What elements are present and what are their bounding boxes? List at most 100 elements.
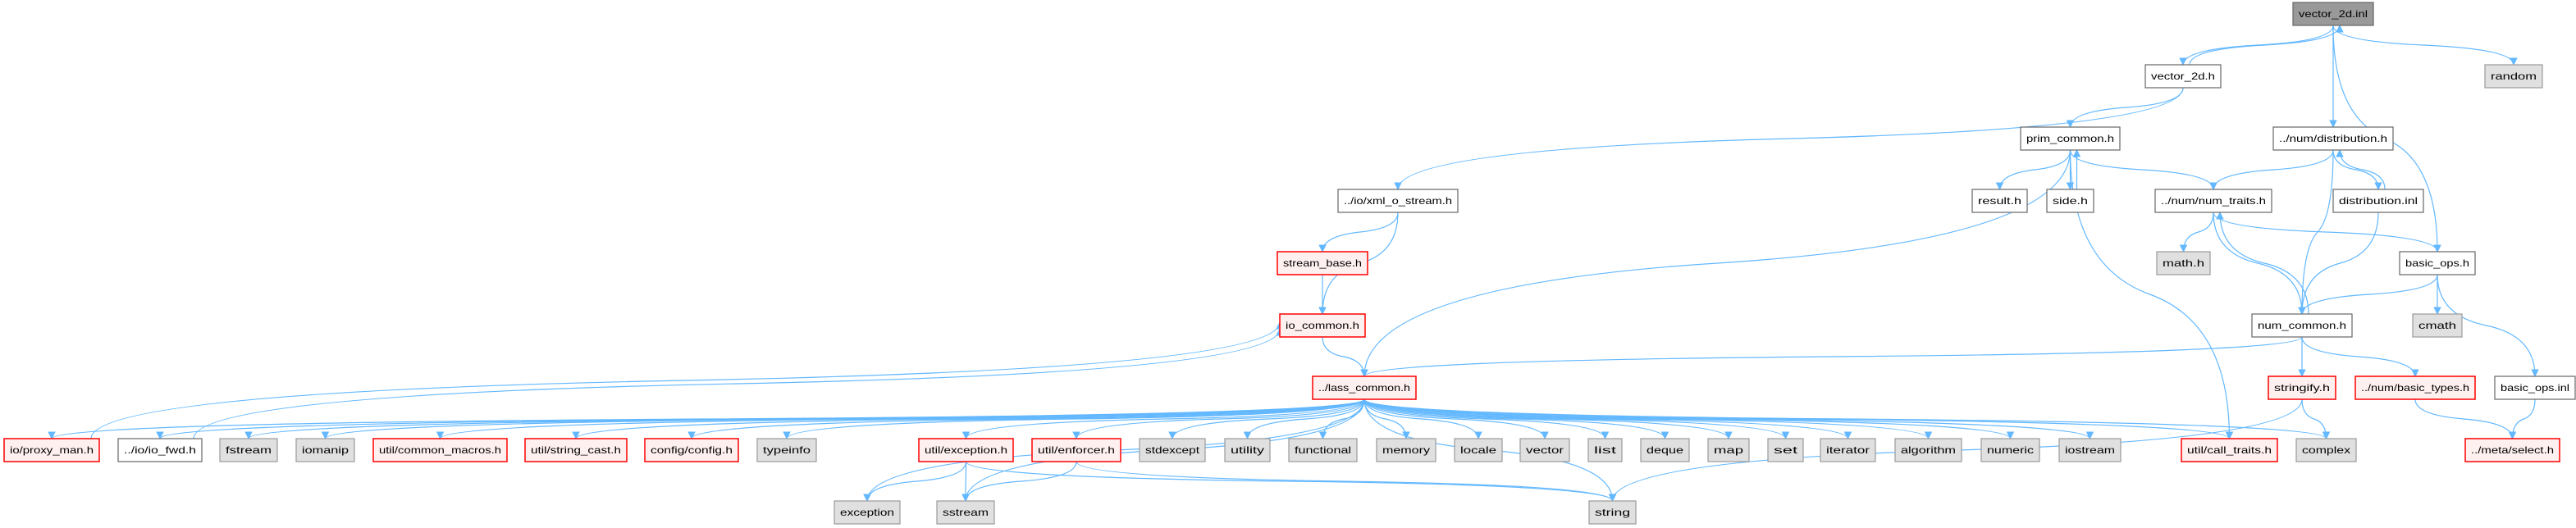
edge-distribution_inl-to-distribution_h bbox=[2336, 149, 2386, 190]
node-enforcer[interactable]: util/enforcer.h bbox=[1031, 438, 1121, 462]
node-proxy-man[interactable]: io/proxy_man.h bbox=[3, 438, 100, 462]
edge-enforcer-to-string bbox=[1076, 461, 1617, 502]
node-side-h[interactable]: side.h bbox=[2046, 189, 2094, 213]
node-label: ../io/io_fwd.h bbox=[124, 444, 196, 456]
edge-lass_common-to-complex bbox=[1363, 398, 2331, 439]
node-box bbox=[2268, 376, 2336, 400]
node-label: memory bbox=[1382, 444, 1430, 456]
node-label: set bbox=[1774, 444, 1798, 456]
node-box bbox=[1767, 438, 1804, 462]
node-box bbox=[1707, 438, 1750, 462]
node-stringify[interactable]: stringify.h bbox=[2268, 376, 2336, 400]
node-vector[interactable]: vector bbox=[1519, 438, 1570, 462]
node-iterator[interactable]: iterator bbox=[1820, 438, 1876, 462]
edge-lass_common-to-enforcer bbox=[1072, 398, 1365, 439]
node-locale[interactable]: locale bbox=[1454, 438, 1503, 462]
node-numeric[interactable]: numeric bbox=[1980, 438, 2040, 462]
node-typeinfo[interactable]: typeinfo bbox=[756, 438, 817, 462]
node-label: map bbox=[1714, 444, 1744, 456]
node-box bbox=[2292, 2, 2374, 26]
node-lass-common[interactable]: ../lass_common.h bbox=[1312, 376, 1417, 400]
node-utility[interactable]: utility bbox=[1224, 438, 1271, 462]
edge-lass_common-to-set bbox=[1363, 398, 1790, 439]
node-label: ../lass_common.h bbox=[1318, 382, 1410, 394]
node-label: util/call_traits.h bbox=[2187, 444, 2272, 456]
edge-distribution_h-to-num_traits bbox=[2209, 149, 2334, 190]
node-common-macros[interactable]: util/common_macros.h bbox=[372, 438, 508, 462]
node-label: list bbox=[1594, 444, 1617, 456]
node-sstream[interactable]: sstream bbox=[936, 500, 995, 525]
edge-lass_common-to-functional bbox=[1318, 398, 1365, 439]
node-map[interactable]: map bbox=[1707, 438, 1750, 462]
node-string-cast[interactable]: util/string_cast.h bbox=[524, 438, 628, 462]
node-functional[interactable]: functional bbox=[1288, 438, 1358, 462]
node-vector-2d-h[interactable]: vector_2d.h bbox=[2144, 64, 2222, 89]
edge-lass_common-to-vector bbox=[1363, 398, 1549, 439]
node-call-traits[interactable]: util/call_traits.h bbox=[2181, 438, 2278, 462]
node-box bbox=[1980, 438, 2040, 462]
node-cmath[interactable]: cmath bbox=[2412, 313, 2463, 338]
edge-stringify-to-complex bbox=[2301, 398, 2331, 439]
node-deque[interactable]: deque bbox=[1640, 438, 1690, 462]
edge-basic_ops_h-to-num_common bbox=[2298, 274, 2438, 315]
node-distribution-inl[interactable]: distribution.inl bbox=[2332, 189, 2424, 213]
node-prim-common[interactable]: prim_common.h bbox=[2020, 126, 2121, 151]
node-algorithm[interactable]: algorithm bbox=[1894, 438, 1962, 462]
node-exception[interactable]: exception bbox=[834, 500, 901, 525]
node-distribution-h[interactable]: ../num/distribution.h bbox=[2272, 126, 2394, 151]
edge-lass_common-to-iterator bbox=[1363, 398, 1852, 439]
edge-vector_2d_h-to-xml_o_stream bbox=[1394, 87, 2184, 190]
node-label: fstream bbox=[226, 444, 272, 456]
node-box bbox=[1820, 438, 1876, 462]
edge-num_traits-to-math_h bbox=[2179, 212, 2214, 253]
node-util-exception[interactable]: util/exception.h bbox=[918, 438, 1014, 462]
node-box bbox=[2156, 251, 2211, 275]
node-iomanip[interactable]: iomanip bbox=[295, 438, 355, 462]
node-basic-types[interactable]: ../num/basic_types.h bbox=[2354, 376, 2476, 400]
node-label: io_common.h bbox=[1286, 320, 1359, 331]
node-select[interactable]: ../meta/select.h bbox=[2464, 438, 2560, 462]
node-complex[interactable]: complex bbox=[2295, 438, 2357, 462]
node-box bbox=[1031, 438, 1121, 462]
node-random[interactable]: random bbox=[2484, 64, 2543, 89]
node-num-traits[interactable]: ../num/num_traits.h bbox=[2154, 189, 2272, 213]
node-label: util/enforcer.h bbox=[1038, 444, 1115, 456]
node-label: ../num/num_traits.h bbox=[2161, 195, 2266, 207]
edge-basic_ops_h-to-basic_ops_inl bbox=[2437, 274, 2539, 377]
node-num-common[interactable]: num_common.h bbox=[2251, 313, 2353, 338]
node-box bbox=[2494, 376, 2576, 400]
node-label: ../meta/select.h bbox=[2471, 444, 2554, 456]
node-memory[interactable]: memory bbox=[1376, 438, 1436, 462]
node-set[interactable]: set bbox=[1767, 438, 1804, 462]
edges-layer bbox=[48, 25, 2539, 502]
node-box bbox=[372, 438, 508, 462]
node-stream-base[interactable]: stream_base.h bbox=[1277, 251, 1368, 275]
node-label: vector_2d.inl bbox=[2299, 8, 2368, 20]
node-io-fwd[interactable]: ../io/io_fwd.h bbox=[117, 438, 203, 462]
node-box bbox=[644, 438, 739, 462]
edge-vector_2d_h-to-prim_common bbox=[2066, 87, 2184, 128]
node-box bbox=[2272, 126, 2394, 151]
node-box bbox=[1224, 438, 1271, 462]
node-iostream[interactable]: iostream bbox=[2058, 438, 2122, 462]
edge-lass_common-to-typeinfo bbox=[783, 398, 1365, 439]
node-fstream[interactable]: fstream bbox=[219, 438, 278, 462]
edge-io_common-to-lass_common bbox=[1322, 336, 1368, 377]
edge-prim_common-to-lass_common bbox=[1360, 149, 2071, 377]
node-basic-ops-inl[interactable]: basic_ops.inl bbox=[2494, 376, 2576, 400]
node-xml-o-stream[interactable]: ../io/xml_o_stream.h bbox=[1337, 189, 1459, 213]
node-math-h[interactable]: math.h bbox=[2156, 251, 2211, 275]
edge-num_traits-to-num_common bbox=[2213, 212, 2306, 315]
node-config[interactable]: config/config.h bbox=[644, 438, 739, 462]
node-list[interactable]: list bbox=[1587, 438, 1623, 462]
node-box bbox=[2154, 189, 2272, 213]
node-string[interactable]: string bbox=[1588, 500, 1637, 525]
node-basic-ops-h[interactable]: basic_ops.h bbox=[2399, 251, 2476, 275]
node-box bbox=[2332, 189, 2424, 213]
node-io-common[interactable]: io_common.h bbox=[1279, 313, 1366, 338]
node-stdexcept[interactable]: stdexcept bbox=[1139, 438, 1206, 462]
edge-util_exception-to-string bbox=[965, 461, 1617, 502]
node-box bbox=[3, 438, 100, 462]
node-result-h[interactable]: result.h bbox=[1971, 189, 2028, 213]
